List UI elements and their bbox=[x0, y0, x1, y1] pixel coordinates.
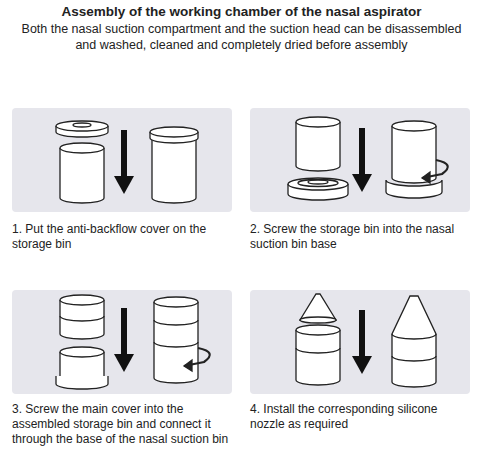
panel bbox=[250, 108, 470, 212]
title: Assembly of the working chamber of the n… bbox=[6, 4, 477, 21]
panel bbox=[12, 108, 232, 212]
panel bbox=[12, 290, 232, 394]
step-caption: 2. Screw the storage bin into the nasal … bbox=[250, 222, 472, 252]
step-4-figure bbox=[296, 294, 436, 387]
step-1-figure bbox=[56, 121, 198, 203]
step-caption: 3. Screw the main cover into the assembl… bbox=[12, 402, 234, 447]
step-caption: 4. Install the corresponding silicone no… bbox=[250, 402, 472, 432]
panel bbox=[250, 290, 470, 394]
step-3-figure bbox=[56, 295, 210, 389]
step-caption: 1. Put the anti-backflow cover on the st… bbox=[12, 222, 234, 252]
subtitle-note: Both the nasal suction compartment and t… bbox=[12, 22, 471, 53]
step-2-figure bbox=[288, 117, 448, 200]
